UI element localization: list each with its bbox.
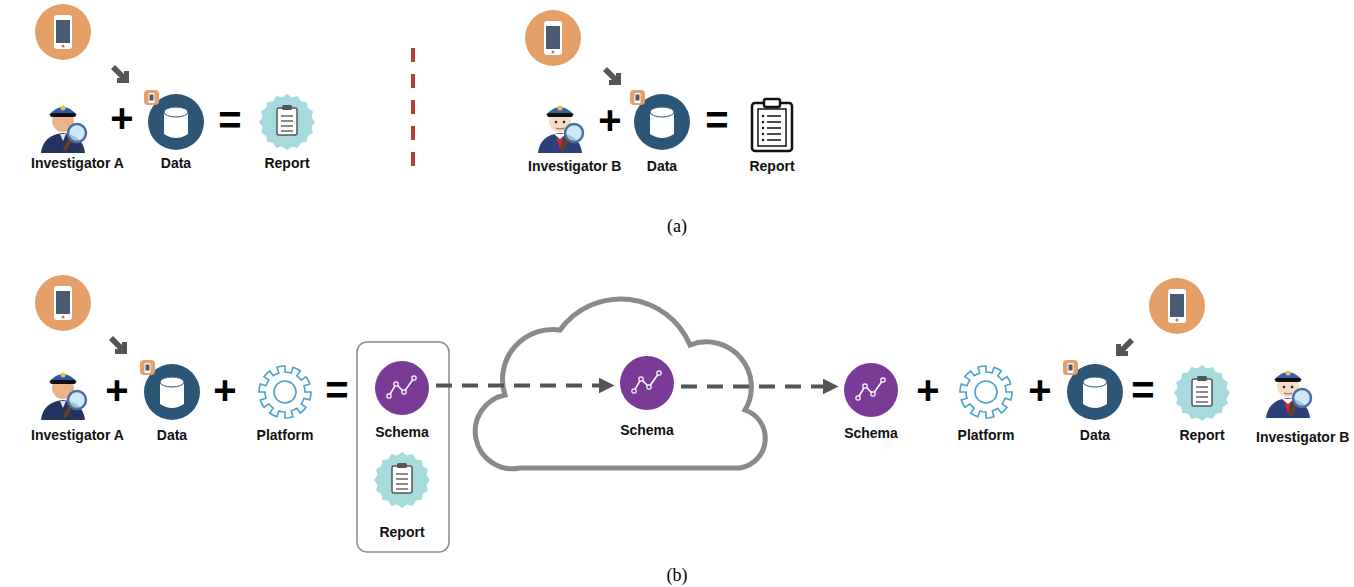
schema-icon bbox=[619, 355, 675, 411]
subfigure-caption: (a) bbox=[667, 216, 687, 236]
node-label: Schema bbox=[370, 424, 434, 441]
operator-sign: = bbox=[1131, 370, 1154, 410]
report-icon bbox=[1174, 365, 1230, 421]
icon-node: Investigator A bbox=[31, 364, 95, 446]
operator-sign: + bbox=[1028, 370, 1051, 410]
report-icon bbox=[744, 97, 800, 153]
node-label: Platform bbox=[253, 427, 317, 444]
icon-node: Investigator A bbox=[31, 97, 95, 174]
node-label: Report bbox=[1170, 427, 1234, 444]
icon-node: Data bbox=[1063, 364, 1127, 446]
icon-node: Data bbox=[140, 364, 204, 446]
operator-sign: + bbox=[110, 98, 133, 138]
schema-icon bbox=[843, 362, 899, 418]
phone-icon bbox=[35, 4, 91, 60]
data-icon bbox=[634, 94, 690, 150]
icon-node: Investigator B bbox=[1256, 362, 1320, 448]
icon-node: Platform bbox=[954, 364, 1018, 446]
dashed-connector bbox=[436, 384, 613, 388]
report-icon bbox=[374, 452, 430, 508]
node-label: Investigator A bbox=[31, 427, 95, 444]
operator-sign: + bbox=[916, 370, 939, 410]
icon-node: Data bbox=[630, 94, 694, 177]
schema-icon bbox=[374, 360, 430, 416]
node-label: Data bbox=[630, 158, 694, 175]
data-icon bbox=[1067, 364, 1123, 420]
node-label: Report bbox=[255, 155, 319, 172]
investigator-icon bbox=[35, 97, 91, 153]
icon-node: Schema bbox=[370, 360, 434, 443]
icon-node: Report bbox=[740, 97, 804, 177]
investigator-icon bbox=[532, 97, 588, 153]
phone-icon bbox=[1149, 278, 1205, 334]
icon-node: Schema bbox=[839, 362, 903, 444]
icon-node: Report bbox=[370, 452, 434, 543]
icon-node: Report bbox=[1170, 365, 1234, 446]
icon-node: Investigator B bbox=[528, 97, 592, 177]
node-label: Schema bbox=[839, 425, 903, 442]
node-label: Platform bbox=[954, 427, 1018, 444]
node-label: Data bbox=[144, 155, 208, 172]
operator-sign: = bbox=[705, 100, 728, 140]
node-label: Report bbox=[740, 158, 804, 175]
node-label: Report bbox=[370, 524, 434, 541]
small-arrow bbox=[603, 67, 621, 85]
icon-node: Data bbox=[144, 94, 208, 174]
icon-node: Schema bbox=[615, 355, 679, 441]
data-icon bbox=[148, 94, 204, 150]
node-label: Data bbox=[140, 427, 204, 444]
operator-sign: + bbox=[598, 100, 621, 140]
data-icon bbox=[144, 364, 200, 420]
node-label: Investigator A bbox=[31, 155, 95, 172]
icon-node: Report bbox=[255, 94, 319, 174]
subfigure-caption: (b) bbox=[667, 565, 688, 585]
small-arrow bbox=[109, 336, 127, 354]
investigator-icon bbox=[35, 364, 91, 420]
phone-icon bbox=[35, 275, 91, 331]
report-icon bbox=[259, 94, 315, 150]
operator-sign: + bbox=[213, 370, 236, 410]
node-label: Data bbox=[1063, 427, 1127, 444]
small-arrow bbox=[111, 65, 129, 83]
dashed-connector bbox=[681, 385, 837, 389]
investigator-icon bbox=[1260, 362, 1316, 418]
platform-icon bbox=[958, 364, 1014, 420]
node-label: Investigator B bbox=[1256, 429, 1320, 446]
icon-node: Platform bbox=[253, 364, 317, 446]
node-label: Investigator B bbox=[528, 158, 592, 175]
node-label: Schema bbox=[615, 422, 679, 439]
operator-sign: = bbox=[218, 100, 241, 140]
operator-sign: = bbox=[325, 370, 348, 410]
small-arrow bbox=[1116, 338, 1134, 356]
output-box bbox=[357, 342, 449, 552]
operator-sign: + bbox=[105, 370, 128, 410]
divider-line bbox=[411, 48, 415, 176]
platform-icon bbox=[257, 364, 313, 420]
phone-icon bbox=[525, 10, 581, 66]
